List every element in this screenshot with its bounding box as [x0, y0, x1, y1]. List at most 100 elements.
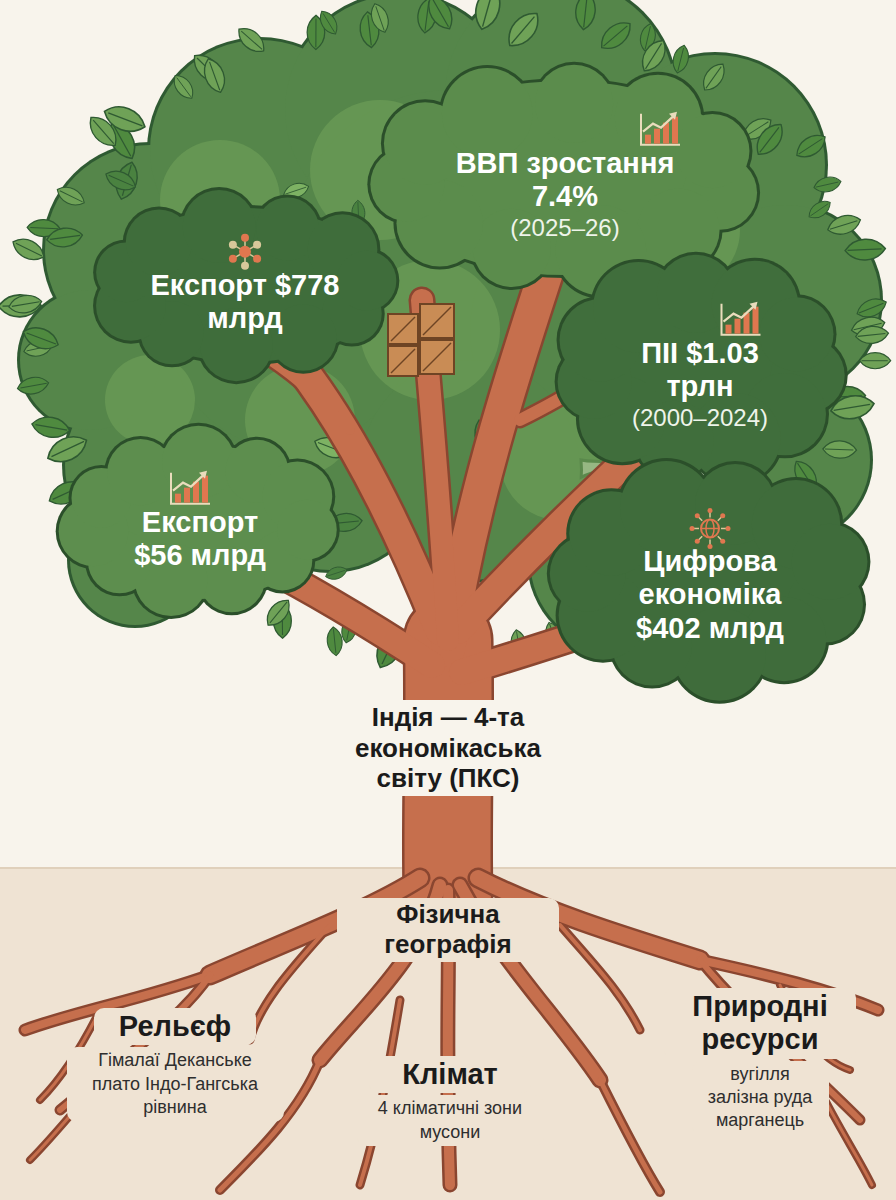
leaf [7, 293, 43, 315]
leaf-blade [326, 626, 344, 656]
leaf-blade [855, 325, 890, 345]
leaf-vein [327, 570, 345, 576]
trend-arrowhead [199, 471, 207, 479]
network-node [720, 513, 725, 518]
crates-icon [388, 304, 454, 376]
leaf-blade [20, 323, 61, 354]
central-statement: Індія — 4-та економікаська світу (ПКС) [317, 700, 579, 796]
leaf-blade [751, 119, 789, 160]
leaf-blade [7, 293, 43, 315]
node-text: Експорт $778 млрд [150, 235, 340, 336]
leaf [200, 56, 229, 96]
cloud-outline [554, 252, 847, 487]
leaf-blade [103, 166, 139, 194]
molecule-atom [229, 255, 237, 263]
leaf-vein [20, 383, 46, 388]
molecule-atom [229, 241, 237, 249]
leaf-vein [16, 243, 42, 256]
leaf [324, 564, 349, 582]
leaf-vein [834, 404, 870, 410]
molecule-atom [253, 241, 261, 249]
leaf [670, 44, 691, 75]
root-heading: Фізична географія [337, 898, 559, 962]
cloud-fill-bump [126, 210, 192, 276]
leaf-vein [368, 15, 371, 45]
leaf [262, 595, 295, 630]
leaf [574, 0, 597, 31]
root [600, 1080, 660, 1192]
cloud-shape [558, 473, 862, 684]
molecule-core [239, 246, 251, 258]
leaves [0, 0, 891, 672]
crate [388, 346, 418, 376]
root-items: вугілля залізна руда марганець [692, 1061, 829, 1135]
cluster-value: ВВП зростання 7.4% [440, 147, 690, 214]
leaf-blade [471, 0, 505, 32]
chart-bar [645, 135, 651, 144]
network-node [726, 525, 731, 530]
chart-bar [725, 325, 731, 334]
leaf-vein [210, 62, 220, 90]
leaf-blade [423, 0, 458, 34]
chart-bar [654, 129, 660, 144]
leaf [860, 353, 891, 369]
leaf [698, 59, 730, 94]
leaf [751, 119, 789, 160]
leaf-vein [816, 182, 839, 187]
leaf-blade [792, 130, 830, 163]
cloud-fill-bump [759, 297, 833, 371]
canopy [17, 0, 883, 663]
cloud-fill [557, 255, 844, 484]
leaf-vein [810, 204, 828, 216]
leaf [812, 175, 842, 195]
root [560, 925, 640, 1030]
leaf-blade [169, 71, 197, 102]
leaf [326, 626, 344, 656]
crate-brace [391, 349, 415, 373]
leaf [101, 101, 149, 137]
leaf-blade [502, 7, 546, 53]
leaf-vein [241, 31, 262, 49]
trend-arrowhead [749, 302, 757, 310]
leaf-vein [323, 13, 335, 32]
cloud-outline [56, 423, 340, 619]
molecule-atom [253, 255, 261, 263]
chart-bar [202, 476, 208, 503]
leaf-blade [200, 56, 229, 96]
leaf-blade [823, 440, 857, 458]
leaf-vein [848, 249, 882, 251]
cluster-value: Цифрова економіка $402 млрд [610, 545, 810, 645]
molecule-atom [241, 262, 249, 270]
icon-slot [610, 511, 810, 545]
leaf-vein [760, 127, 779, 152]
cloud-fill-bump [337, 251, 397, 311]
node-text: ВВП зростання 7.4%(2025–26) [440, 113, 690, 244]
leaf [823, 440, 857, 458]
leaf [233, 23, 269, 57]
leaf [855, 325, 890, 345]
leaf [805, 197, 834, 222]
leaf-vein [12, 302, 40, 307]
leaf-blade [367, 1, 392, 35]
leaf-blade [596, 16, 637, 54]
leaf-blade [845, 238, 886, 261]
leaf-vein [825, 449, 853, 451]
cluster-period: (2025–26) [440, 213, 690, 243]
leaf-vein [859, 303, 884, 313]
leaf-blade [233, 23, 269, 57]
leaf-cluster: ПІІ $1.03 трлн(2000–2024) [564, 265, 837, 471]
globe-icon [690, 507, 731, 548]
network-node [708, 507, 713, 512]
leaf-blade [30, 414, 71, 440]
network-node [690, 525, 695, 530]
cloud-fill-bump [791, 523, 867, 599]
leaf-vein [483, 0, 493, 27]
leaf-vein [799, 139, 823, 155]
cloud-fill-bump [675, 114, 749, 188]
root-outline [600, 1080, 660, 1192]
leaf [46, 226, 84, 249]
cloud-fill [550, 461, 868, 701]
leaf-vein [433, 0, 449, 27]
roots [25, 878, 878, 1192]
